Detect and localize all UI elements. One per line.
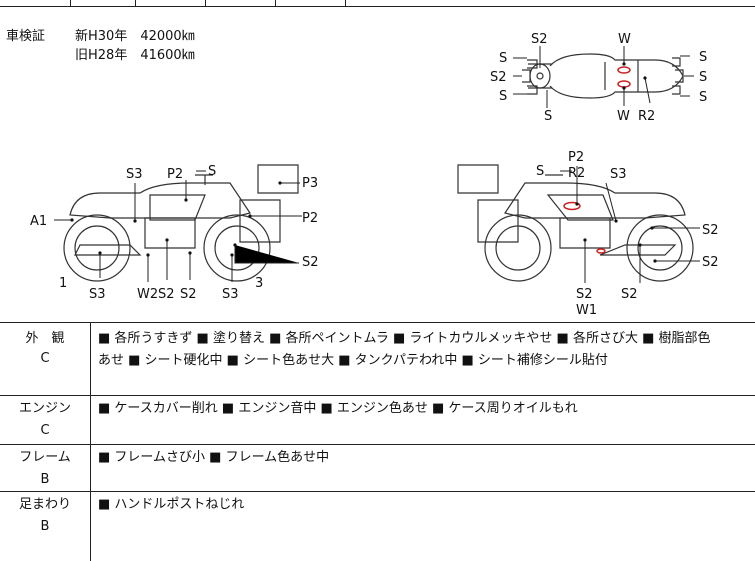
section-frame: フレーム B ■ フレームさび小 ■ フレーム色あせ中 (0, 447, 755, 491)
section-title: 外 観 (25, 331, 65, 346)
diagram-label: S3 (89, 287, 106, 302)
diagram-label: W2 (137, 287, 158, 302)
diagram-label: S2 (576, 287, 593, 302)
diagram-label: W1 (576, 303, 597, 318)
diagram-label: S2 (621, 287, 638, 302)
inspection-label: 車検証 (6, 29, 46, 44)
section-title: 足まわり (18, 497, 71, 512)
section-grade: C (40, 351, 50, 366)
diagram-label: P3 (302, 176, 318, 191)
left-side-motorcycle-icon (63, 164, 299, 282)
diagram-label: R2 (568, 166, 585, 181)
diagram-label: A1 (30, 214, 47, 229)
top-view-motorcycle-icon (522, 53, 684, 99)
right-side-motorcycle-icon (457, 164, 694, 282)
section-title: フレーム (19, 450, 71, 465)
damage-marker (563, 201, 581, 211)
section-line: あせ ■ シート硬化中 ■ シート色あせ大 ■ タンクパテわれ中 ■ シート補修… (98, 353, 608, 368)
diagram-label: 1 (59, 276, 67, 291)
header-divider (70, 0, 71, 6)
diagram-label: S (499, 89, 507, 104)
row-border (0, 444, 755, 445)
damage-diagram: S S2 S2 S S W W R2 S S S S3 P2 S P3 A1 P… (30, 32, 719, 318)
diagram-label: W (617, 109, 630, 124)
diagram-label: S (699, 90, 707, 105)
table-column-divider (90, 322, 91, 561)
section-grade: B (40, 472, 50, 487)
header-divider (135, 0, 136, 6)
section-line: ■ ケースカバー削れ ■ エンジン音中 ■ エンジン色あせ ■ ケース周りオイル… (98, 401, 578, 416)
diagram-label: W (618, 32, 631, 47)
section-suspension: 足まわり B ■ ハンドルポストねじれ (0, 494, 755, 554)
diagram-label: S (699, 70, 707, 85)
header-bottom-border (0, 6, 755, 7)
diagram-label: S2 (302, 255, 319, 270)
diagram-label: S (544, 109, 552, 124)
diagram-label: S (499, 51, 507, 66)
diagram-label: 3 (255, 276, 263, 291)
header-divider (205, 0, 206, 6)
diagram-label: S3 (126, 167, 143, 182)
diagram-label: S3 (222, 287, 239, 302)
section-grade: B (40, 519, 50, 534)
diagram-label: S (536, 164, 544, 179)
section-exterior: 外 観 C ■ 各所うすきず ■ 塗り替え ■ 各所ペイントムラ ■ ライトカウ… (0, 326, 755, 394)
inspection-old: 旧H28年 41600㎞ (75, 48, 195, 63)
diagram-label: S (208, 164, 216, 179)
row-border (0, 491, 755, 492)
diagram-label: P2 (167, 167, 183, 182)
header-divider (275, 0, 276, 6)
inspection-new: 新H30年 42000㎞ (75, 29, 195, 44)
section-line: ■ フレームさび小 ■ フレーム色あせ中 (98, 450, 330, 465)
section-line: ■ ハンドルポストねじれ (98, 497, 245, 512)
damage-marker (617, 80, 631, 88)
table-top-border (0, 322, 755, 323)
header-divider (345, 0, 346, 6)
diagram-label: S2 (702, 223, 719, 238)
diagram-label: S3 (610, 167, 627, 182)
diagram-label: P2 (302, 211, 318, 226)
row-border (0, 395, 755, 396)
diagram-label: S (699, 50, 707, 65)
diagram-label: P2 (568, 150, 584, 165)
diagram-label: S2 (180, 287, 197, 302)
diagram-label: S2 (702, 255, 719, 270)
section-line: ■ 各所うすきず ■ 塗り替え ■ 各所ペイントムラ ■ ライトカウルメッキやせ… (98, 331, 711, 346)
diagram-label: R2 (638, 109, 655, 124)
diagram-label: S2 (158, 287, 175, 302)
damage-marker (617, 66, 631, 74)
section-engine: エンジン C ■ ケースカバー削れ ■ エンジン音中 ■ エンジン色あせ ■ ケ… (0, 398, 755, 444)
section-grade: C (40, 423, 50, 438)
diagram-label: S2 (490, 70, 507, 85)
damage-marker (596, 248, 606, 254)
diagram-label: S2 (531, 32, 548, 47)
section-title: エンジン (18, 401, 71, 416)
